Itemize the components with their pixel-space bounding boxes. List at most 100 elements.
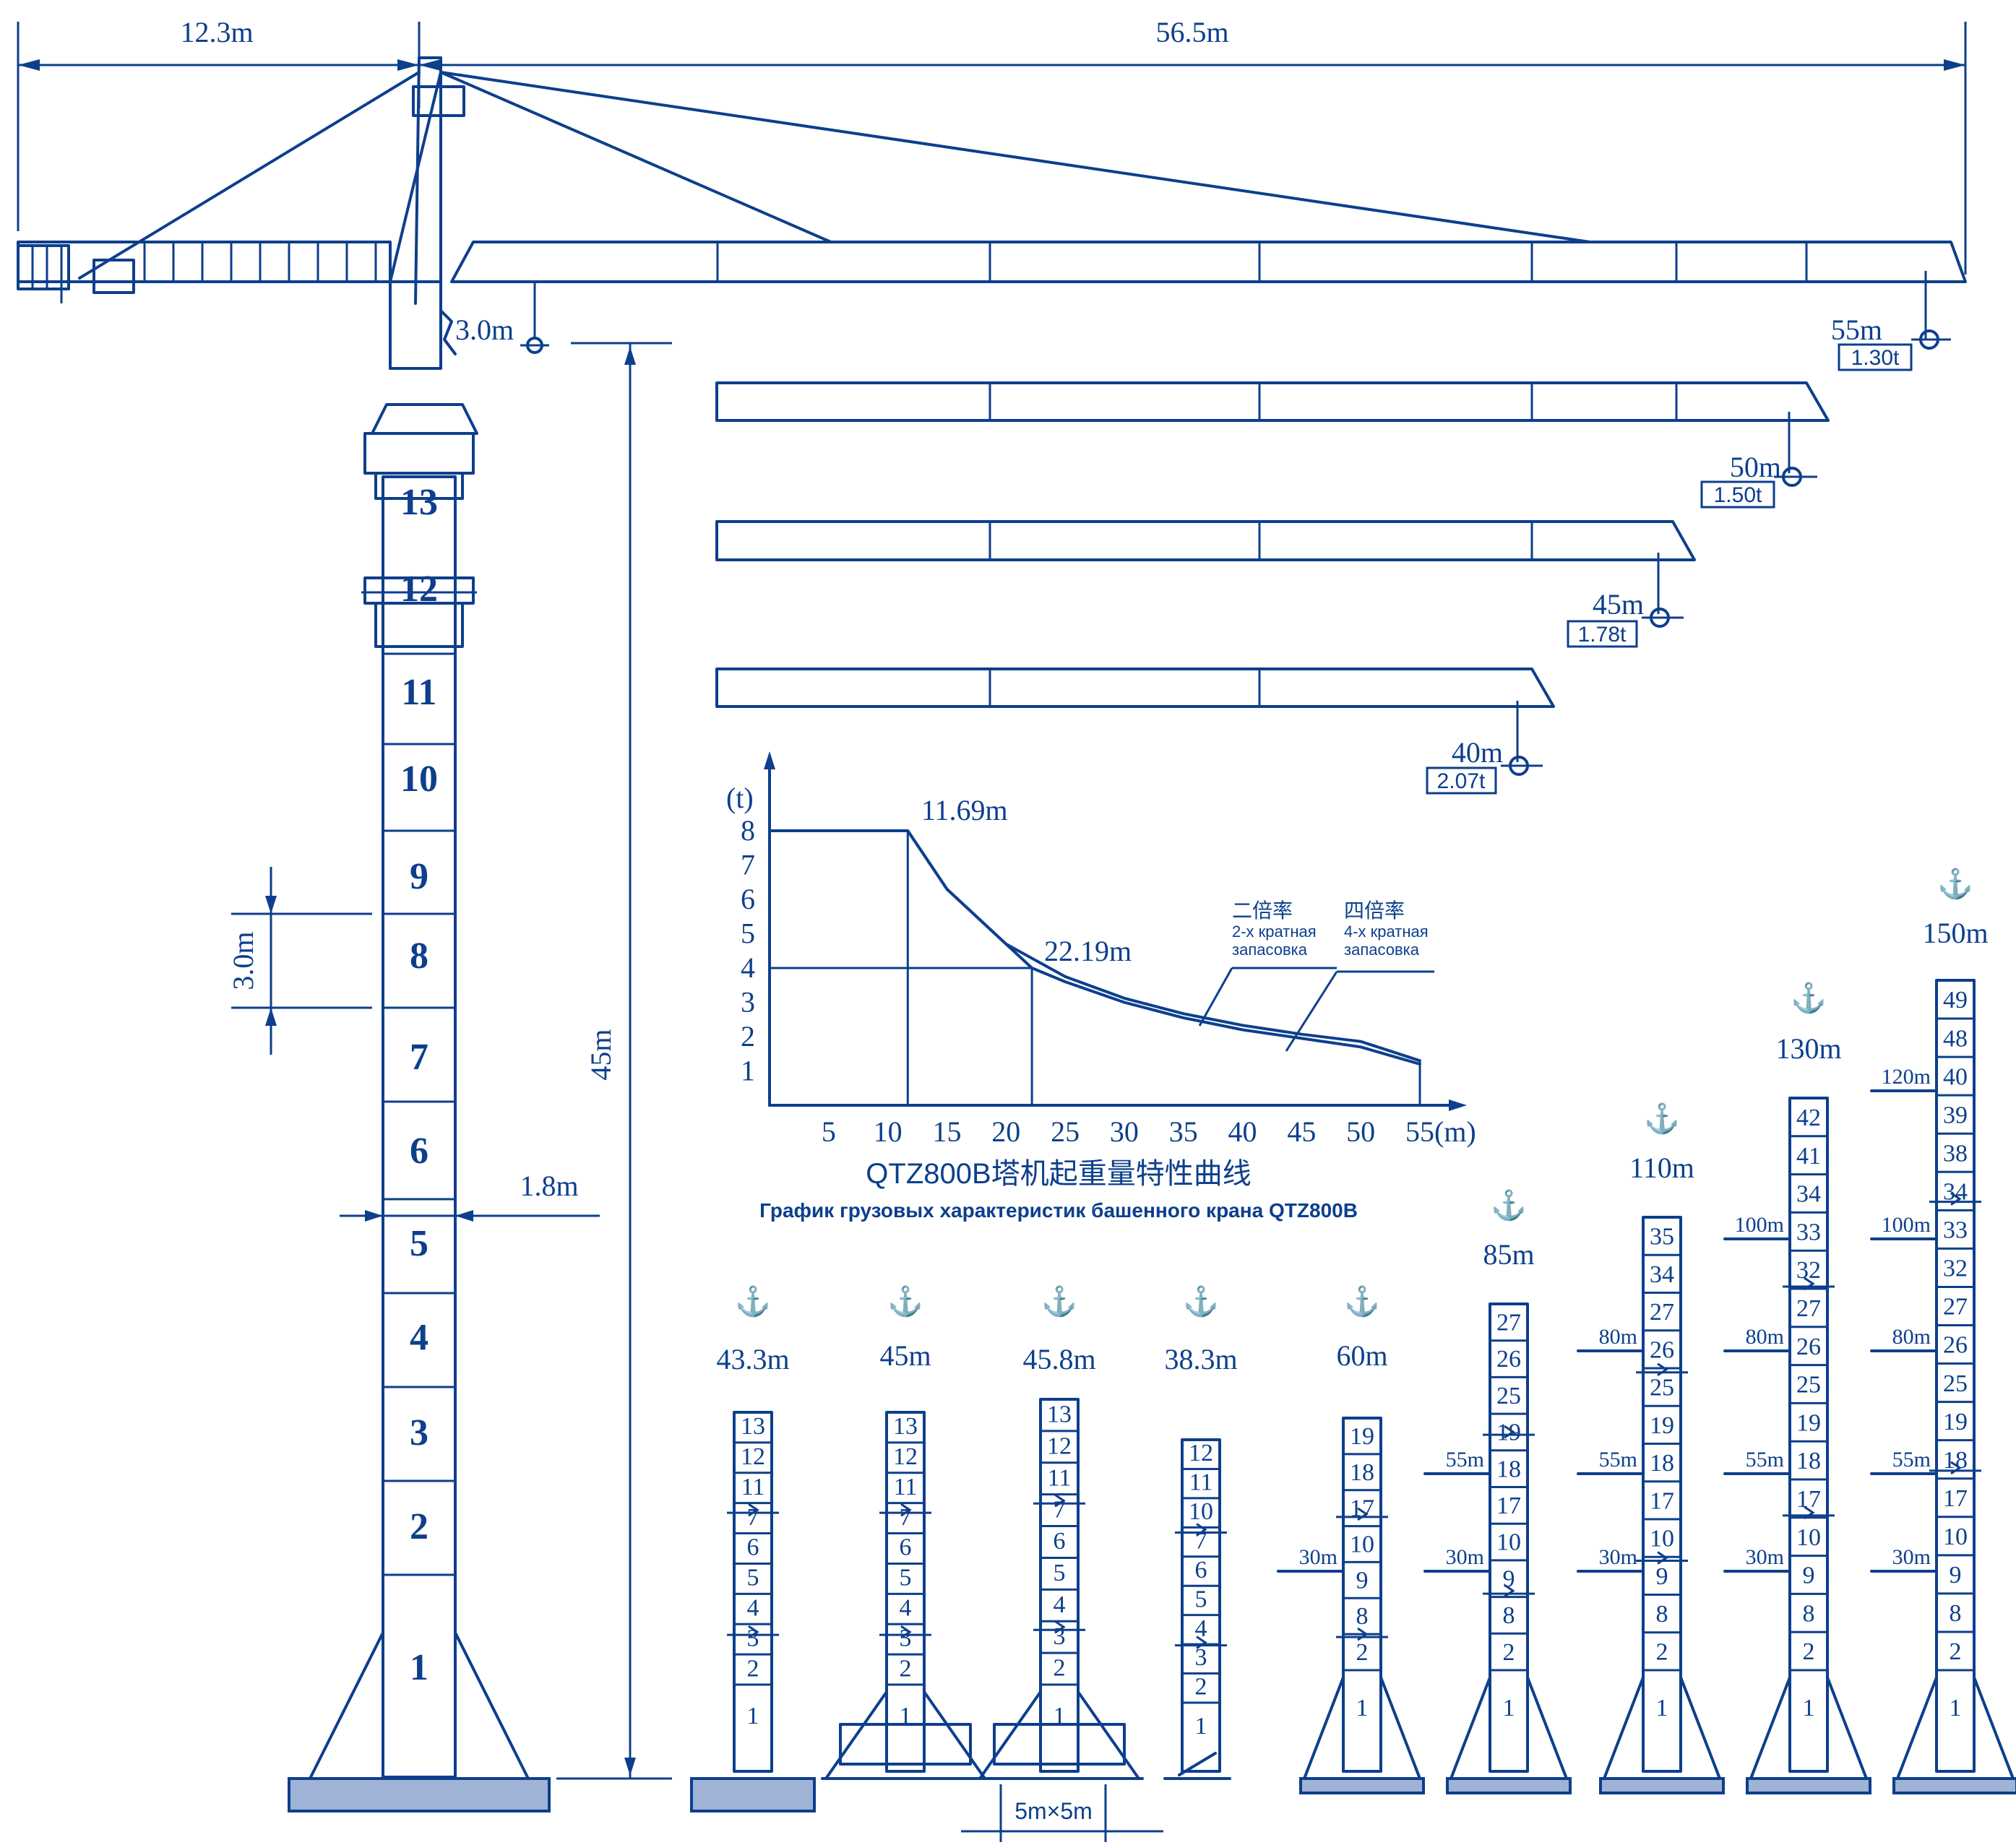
x-tick-label: 20 (991, 1115, 1020, 1148)
tie-height-label: 30m (1299, 1545, 1337, 1569)
tie-height-label: 120m (1882, 1065, 1931, 1089)
config-section-number: 18 (1496, 1456, 1521, 1482)
config-foundation (1299, 1777, 1425, 1794)
tower-height-label: 45m (585, 1029, 617, 1080)
config-section-number: 10 (1796, 1524, 1821, 1551)
tie-height-label: 80m (1599, 1325, 1637, 1349)
jib-length-55: 55m (1831, 314, 1882, 346)
mast-section-label: 12 (400, 569, 438, 610)
config-section-number: 17 (1496, 1492, 1521, 1519)
config-base-frame (993, 1723, 1126, 1766)
config-section-number: 4 (747, 1594, 759, 1621)
config-section-number: 5 (1195, 1586, 1207, 1612)
annotation-11-69m: 11.69m (921, 794, 1008, 826)
x-tick-label: 10 (874, 1115, 903, 1148)
x-tick-label: 25 (1051, 1115, 1080, 1148)
x-tick-label: 30 (1110, 1115, 1139, 1148)
hook-icon: ⚓ (1041, 1284, 1077, 1318)
config-base-struts (824, 1690, 986, 1780)
config-section-number: 19 (1943, 1409, 1968, 1435)
y-tick-label: 2 (741, 1020, 755, 1053)
counter-jib-panels (143, 242, 377, 282)
config-section-number: 9 (1356, 1567, 1369, 1594)
config-mast (1181, 1438, 1221, 1773)
break-mark (1783, 1505, 1835, 1520)
config-section-number: 1 (900, 1703, 912, 1729)
config-section-number: 18 (1350, 1459, 1374, 1486)
config-section-number: 6 (1054, 1528, 1066, 1555)
config-section-number: 10 (1943, 1524, 1968, 1550)
config-section-number: 1 (1503, 1695, 1515, 1721)
legend-ru-2: 4-х кратная (1344, 922, 1429, 941)
tie-height-label: 80m (1892, 1325, 1931, 1349)
mast-section-label: 6 (410, 1131, 428, 1172)
config-base-struts (1749, 1676, 1868, 1780)
config-section-number: 17 (1943, 1485, 1968, 1512)
config-section-number: 5 (900, 1565, 912, 1591)
config-section-number: 33 (1796, 1219, 1821, 1245)
mast-section-numbers: 13 12 11 10 9 8 7 6 5 4 3 2 1 (400, 482, 438, 1688)
config-section-number: 27 (1496, 1310, 1521, 1336)
mast-section-label: 2 (410, 1506, 428, 1547)
break-mark (879, 1625, 931, 1639)
y-tick-label: 4 (741, 951, 755, 984)
config-section-number: 18 (1943, 1447, 1968, 1474)
break-mark (1336, 1627, 1388, 1641)
break-mark (727, 1625, 779, 1639)
hook-icon: ⚓ (887, 1284, 923, 1318)
config-section-number: 40 (1943, 1063, 1968, 1090)
config-section-number: 12 (893, 1443, 918, 1470)
break-mark (727, 1503, 779, 1517)
mast-section-label: 11 (401, 672, 436, 713)
config-section-number: 32 (1796, 1257, 1821, 1284)
config-section-number: 39 (1943, 1102, 1968, 1128)
config-base-struts (1603, 1676, 1721, 1780)
config-mast (885, 1411, 926, 1773)
break-mark (1033, 1620, 1085, 1634)
config-foundation (1746, 1777, 1871, 1794)
config-section-number: 8 (1503, 1602, 1515, 1629)
config-section-number: 13 (1047, 1401, 1072, 1428)
config-section-number: 9 (1950, 1562, 1962, 1589)
x-tick-label: 35 (1169, 1115, 1198, 1148)
tie-height-label: 55m (1446, 1448, 1484, 1472)
config-section-number: 17 (1796, 1486, 1821, 1513)
hook-icon: ⚓ (735, 1284, 771, 1318)
config-section-number: 10 (1350, 1531, 1374, 1557)
config-section-number: 5 (1054, 1560, 1066, 1586)
mast-section-label: 5 (410, 1223, 428, 1264)
jib-variants: 55m 1.30t 50m 1.50t 45m 1.78t 40m 2.07t (715, 271, 1951, 795)
mast-section-label: 7 (410, 1037, 428, 1078)
config-base-struts (978, 1690, 1140, 1780)
config-foundation (1599, 1777, 1725, 1794)
config-mast (733, 1411, 773, 1773)
tower-configurations: ⚓43.3m1312117654321⚓45m1312117654321⚓45.… (690, 867, 2016, 1812)
jib-load-40: 2.07t (1437, 769, 1486, 793)
config-mast (1788, 1097, 1829, 1773)
config-mast (1342, 1417, 1382, 1773)
config-section-number: 25 (1796, 1372, 1821, 1399)
config-section-number: 8 (1950, 1600, 1962, 1627)
config-section-number: 1 (1195, 1713, 1207, 1740)
legend-cn-2: 四倍率 (1344, 899, 1405, 922)
x-tick-label: 40 (1228, 1115, 1257, 1148)
jib-load-45: 1.78t (1578, 623, 1627, 647)
config-section-number: 42 (1796, 1105, 1821, 1131)
legend-cn-1: 二倍率 (1232, 899, 1293, 922)
config-section-number: 26 (1496, 1346, 1521, 1373)
y-tick-label: 5 (741, 917, 755, 950)
x-tick-label: 55 (1405, 1115, 1434, 1148)
y-tick-label: 1 (741, 1055, 755, 1087)
config-height-label: 60m (1336, 1339, 1387, 1372)
break-mark (1929, 1192, 1981, 1206)
break-mark (1175, 1523, 1227, 1537)
config-section-number: 2 (1356, 1639, 1369, 1666)
config-section-number: 41 (1796, 1143, 1821, 1170)
config-base-frame (839, 1723, 972, 1766)
